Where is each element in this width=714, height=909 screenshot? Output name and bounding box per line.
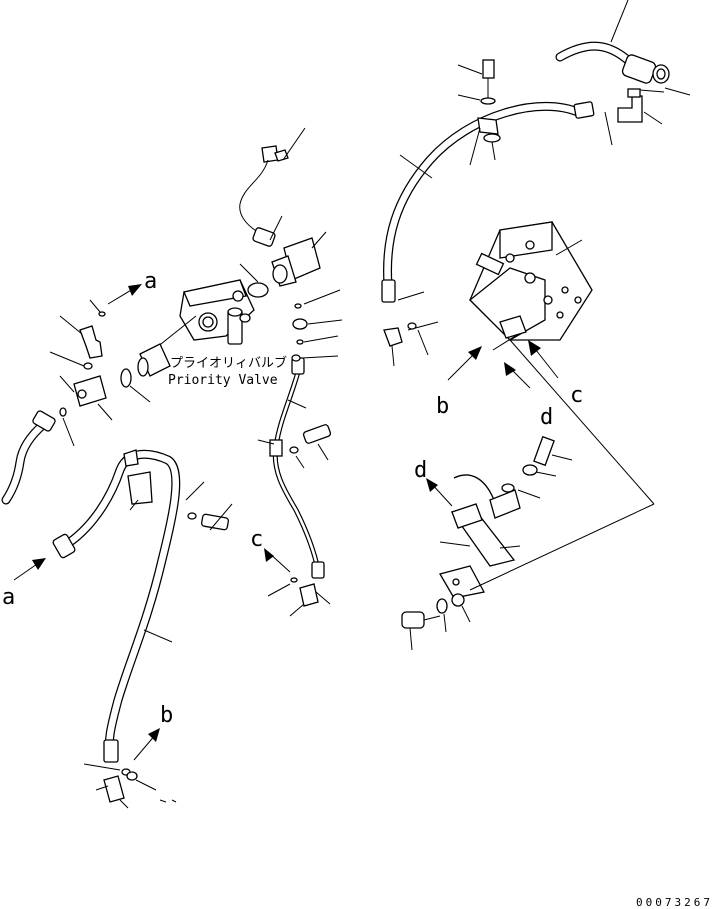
- label-b-bottom: b: [160, 703, 173, 728]
- arrow-a-top: a: [107, 269, 157, 305]
- sensor-assembly: [239, 127, 327, 298]
- label-b-right: b: [436, 394, 449, 419]
- elbow-hose-top-right: [555, 0, 691, 96]
- label-a-top: a: [144, 269, 157, 294]
- label-c-right: c: [570, 383, 583, 408]
- center-thin-hose: [257, 289, 343, 579]
- bolt-left-center: [187, 503, 233, 531]
- priority-valve-english: Priority Valve: [168, 373, 278, 388]
- drawing-code: 00073267: [636, 896, 713, 909]
- arrow-a-bottom: a: [2, 558, 46, 610]
- long-hose-right: [381, 59, 665, 303]
- bottom-fitting: [83, 763, 177, 809]
- big-loop-hose: [52, 449, 205, 763]
- arrow-c-center: c: [250, 527, 291, 573]
- label-d-right: d: [540, 405, 553, 430]
- arrow-c-right: c: [528, 340, 583, 408]
- priority-valve-japanese: プライオリィバルブ: [170, 355, 287, 371]
- label-d-lower: d: [414, 458, 427, 483]
- valve-block-right: [383, 221, 655, 505]
- bottom-center-fitting: [267, 577, 331, 617]
- arrow-b-right-2: [504, 362, 531, 389]
- arrow-b-bottom: b: [133, 703, 173, 761]
- arrow-b-right: b: [436, 346, 482, 419]
- label-c-center: c: [250, 527, 263, 552]
- left-fittings: [1, 299, 113, 505]
- priority-valve: プライオリィバルブ Priority Valve: [120, 279, 287, 403]
- label-a-bottom: a: [2, 585, 15, 610]
- bracket-assembly-lower-right: d: [401, 435, 655, 651]
